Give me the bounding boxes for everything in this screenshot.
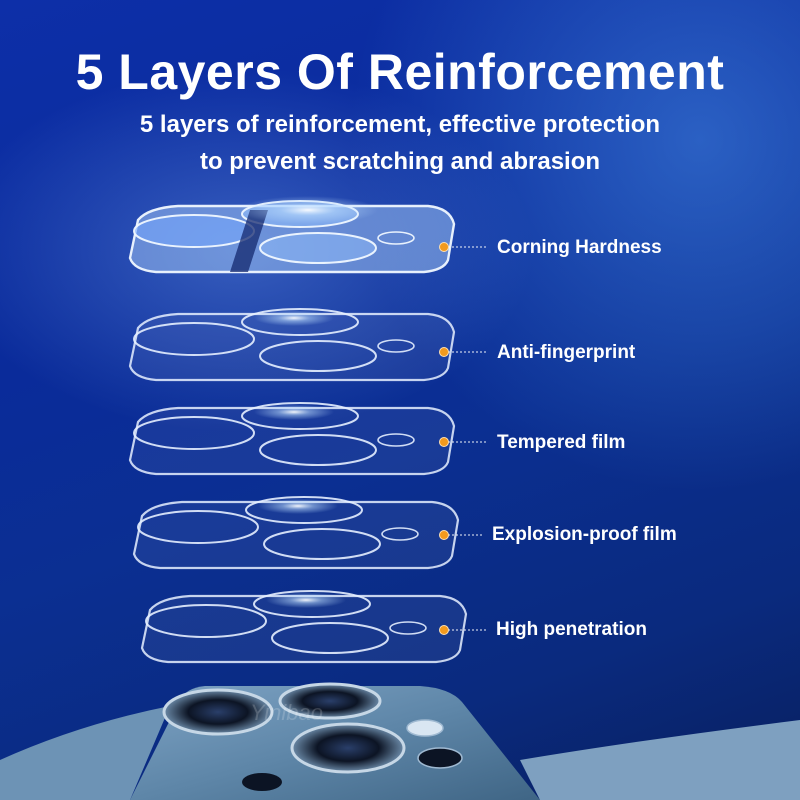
- protector-layer-4: [132, 496, 460, 570]
- banner-subtitle-line-1: 5 layers of reinforcement, effective pro…: [139, 111, 661, 138]
- leader-lines: [444, 246, 486, 631]
- marker-dots: [439, 242, 449, 635]
- layer-label-corning-hardness: Corning Hardness: [497, 237, 662, 258]
- banner-subtitle-line-2: to prevent scratching and abrasion: [199, 148, 601, 175]
- layer-label-explosion-proof-film: Explosion-proof film: [492, 524, 677, 545]
- layer-label-tempered-film: Tempered film: [497, 432, 626, 453]
- protector-layer-1: [128, 196, 456, 274]
- phone-camera-module: [0, 682, 800, 800]
- protector-layer-2: [128, 308, 456, 382]
- protector-layer-3: [128, 402, 456, 476]
- layer-label-anti-fingerprint: Anti-fingerprint: [497, 342, 636, 363]
- layer-label-high-penetration: High penetration: [496, 619, 647, 640]
- banner-title: 5 Layers Of Reinforcement: [75, 44, 725, 100]
- protector-layer-5: [140, 590, 468, 664]
- brand-watermark: Yinibao: [250, 700, 323, 725]
